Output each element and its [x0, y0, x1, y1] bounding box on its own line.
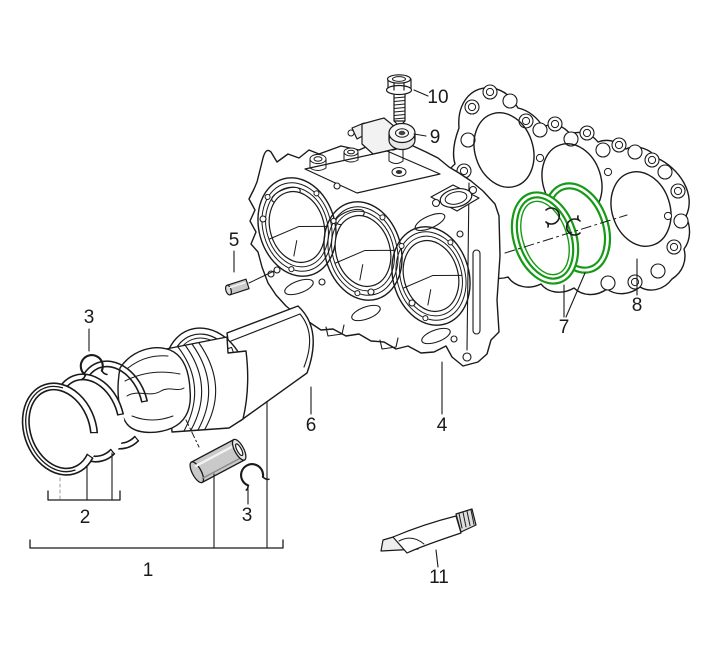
engine-block-face-holes	[259, 182, 472, 362]
callout-3-upper: 3	[84, 307, 95, 328]
sealant-tube-drawing	[380, 508, 477, 554]
piston-ring-set-drawing	[21, 360, 148, 476]
engine-block-bottom-tabs	[325, 324, 399, 350]
bolt-threads	[393, 96, 406, 120]
tube-cap	[455, 508, 477, 533]
engine-block-flange	[430, 184, 480, 212]
oil-scraper-ring	[21, 382, 99, 476]
piston-ring-grooves	[177, 342, 217, 432]
piston-pin-drawing	[189, 438, 247, 484]
leader-callout-11	[435, 549, 439, 568]
piston-crown	[117, 347, 192, 434]
piston-crown-details	[124, 355, 185, 421]
knock-sensor-drawing	[347, 117, 416, 155]
circlip-lower-drawing	[234, 458, 270, 493]
dowel-pin-locating-line	[248, 270, 275, 284]
leader-lines	[29, 89, 638, 568]
ring-gap-clip-left	[545, 207, 561, 228]
liner-far-rim	[299, 313, 311, 368]
bolt-head-top	[386, 74, 412, 84]
callout-10: 10	[427, 87, 448, 108]
engine-block-drawing	[245, 140, 501, 367]
callout-1: 1	[143, 560, 154, 581]
sealing-rings-drawing	[504, 182, 628, 285]
callout-4: 4	[437, 415, 448, 436]
dowel-hole	[273, 266, 281, 274]
tube-cap-ribs	[458, 509, 475, 529]
callout-11: 11	[429, 567, 449, 588]
leader-callout-9	[413, 133, 427, 137]
hex-flange-bolt-drawing	[385, 74, 413, 125]
callout-7: 7	[559, 317, 570, 338]
bolt-flange	[385, 84, 413, 96]
leader-callout-10	[413, 89, 429, 97]
leader-callout-7-right	[565, 272, 586, 318]
sensor-center-hole	[398, 130, 406, 136]
sealing-ring-front	[510, 191, 580, 285]
piston-drawing	[117, 336, 249, 448]
ring-gap-clip-right	[565, 215, 581, 236]
piston-pin-centerline	[185, 419, 200, 448]
bracket-callout-2	[47, 490, 121, 501]
sensor-connector-nub	[347, 129, 355, 137]
engine-block-side-slot	[472, 249, 481, 335]
tube-swirl	[398, 537, 425, 545]
callout-6: 6	[306, 415, 317, 436]
liner-wall-line	[230, 313, 301, 342]
callout-3-lower: 3	[242, 505, 253, 526]
liner-body	[226, 305, 314, 422]
tube-body	[392, 515, 462, 554]
callout-2: 2	[80, 507, 91, 528]
callout-labels: 1 2 3 3 4 5 6 7 8 9 10 11	[80, 87, 643, 588]
bolt-hex-sides	[387, 78, 412, 91]
cylinder-axis-centerline	[504, 214, 628, 254]
dowel-pin-drawing	[224, 266, 281, 296]
bolt-head-mark	[392, 76, 406, 82]
callout-8: 8	[632, 295, 643, 316]
sensor-body	[361, 117, 396, 155]
bracket-callout-1	[29, 539, 284, 549]
callout-9: 9	[430, 127, 441, 148]
callout-5: 5	[229, 230, 240, 251]
